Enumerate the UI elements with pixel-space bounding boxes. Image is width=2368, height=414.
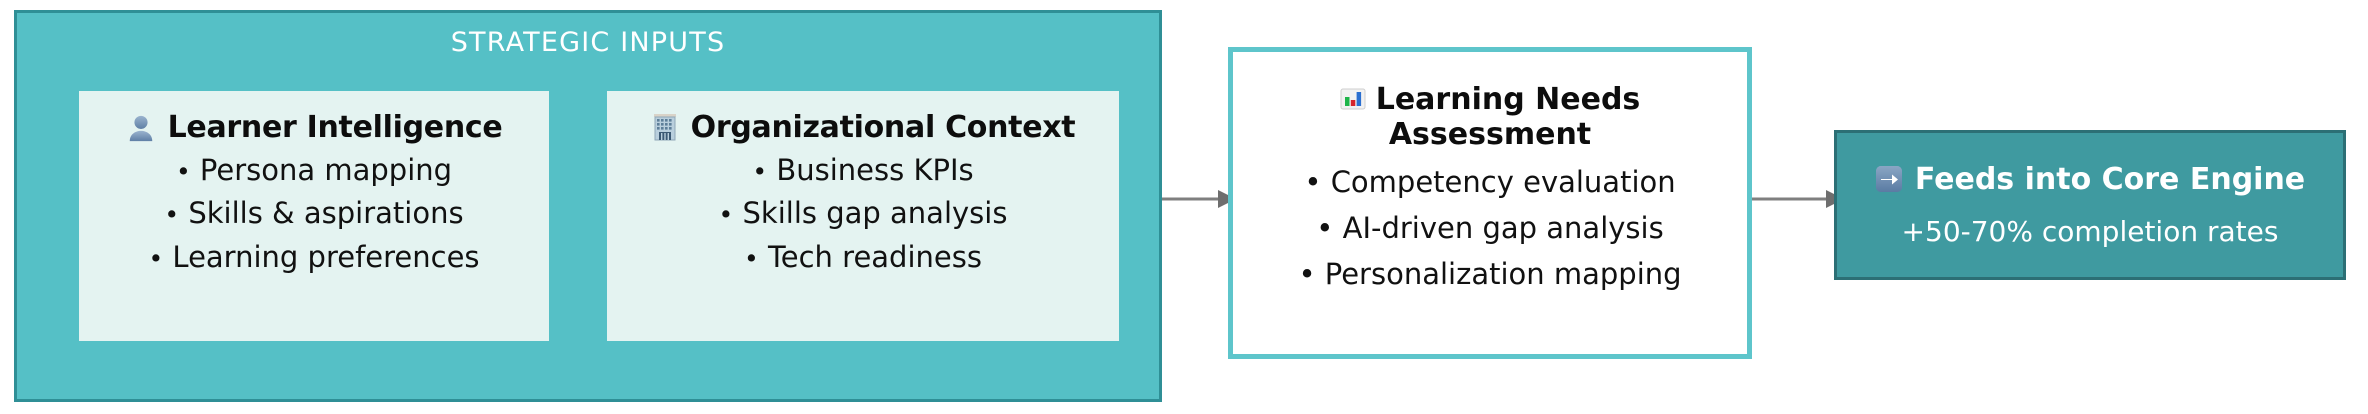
assessment-bullet: • Competency evaluation — [1233, 164, 1747, 199]
card-bullet: • Tech readiness — [607, 241, 1119, 273]
bullet-text: Learning preferences — [172, 239, 480, 274]
card-heading: Organizational Context — [607, 113, 1119, 143]
arrow-inputs-to-assessment — [1162, 188, 1236, 210]
assessment-heading-line2: Assessment — [1388, 117, 1592, 153]
bullet-glyph: • — [175, 157, 191, 186]
card-organizational-context: Organizational Context • Business KPIs •… — [607, 91, 1119, 341]
strategic-inputs-group: STRATEGIC INPUTS L — [14, 10, 1162, 402]
bullet-glyph: • — [1304, 164, 1322, 199]
right-arrow-button-icon — [1875, 165, 1903, 193]
bullet-text: Competency evaluation — [1330, 164, 1676, 199]
bullet-glyph: • — [1316, 210, 1334, 245]
card-bullet: • Business KPIs — [607, 154, 1119, 186]
card-bullet: • Skills gap analysis — [607, 197, 1119, 229]
arrow-assessment-to-feeds — [1752, 188, 1844, 210]
bullet-glyph: • — [752, 157, 768, 186]
bullet-glyph: • — [744, 243, 759, 273]
bullet-glyph: • — [718, 200, 734, 230]
card-heading-label: Organizational Context — [690, 110, 1076, 145]
assessment-heading: Learning Needs Assessment — [1247, 82, 1733, 153]
bullet-text: Business KPIs — [776, 153, 974, 187]
bullet-text: AI-driven gap analysis — [1342, 210, 1664, 245]
bullet-text: Skills & aspirations — [188, 196, 464, 231]
strategic-inputs-title: STRATEGIC INPUTS — [450, 27, 726, 58]
learning-needs-assessment-box: Learning Needs Assessment • Competency e… — [1228, 47, 1752, 359]
bullet-glyph: • — [1298, 256, 1316, 291]
bar-chart-icon — [1340, 86, 1366, 112]
feeds-heading: Feeds into Core Engine — [1837, 165, 2343, 195]
office-building-icon — [651, 113, 679, 143]
bullet-text: Persona mapping — [199, 153, 453, 187]
feeds-subtext: +50-70% completion rates — [1901, 215, 2279, 248]
assessment-heading-line1: Learning Needs — [1375, 82, 1641, 117]
card-bullet: • Persona mapping — [79, 154, 549, 186]
card-learner-intelligence: Learner Intelligence • Persona mapping •… — [79, 91, 549, 341]
bullet-glyph: • — [164, 200, 180, 230]
bullet-text: Personalization mapping — [1324, 256, 1682, 291]
bullet-text: Skills gap analysis — [742, 196, 1008, 231]
card-bullet: • Skills & aspirations — [79, 197, 549, 229]
card-heading-label: Learner Intelligence — [167, 110, 503, 145]
card-heading: Learner Intelligence — [79, 113, 549, 143]
bullet-glyph: • — [148, 243, 164, 273]
card-bullet: • Learning preferences — [79, 241, 549, 273]
feeds-heading-label: Feeds into Core Engine — [1914, 162, 2306, 197]
bust-in-silhouette-icon — [126, 113, 156, 143]
bullet-text: Tech readiness — [767, 239, 982, 274]
feeds-into-core-engine-box: Feeds into Core Engine +50-70% completio… — [1834, 130, 2346, 280]
assessment-bullet: • AI-driven gap analysis — [1233, 210, 1747, 245]
assessment-bullet: • Personalization mapping — [1233, 256, 1747, 291]
